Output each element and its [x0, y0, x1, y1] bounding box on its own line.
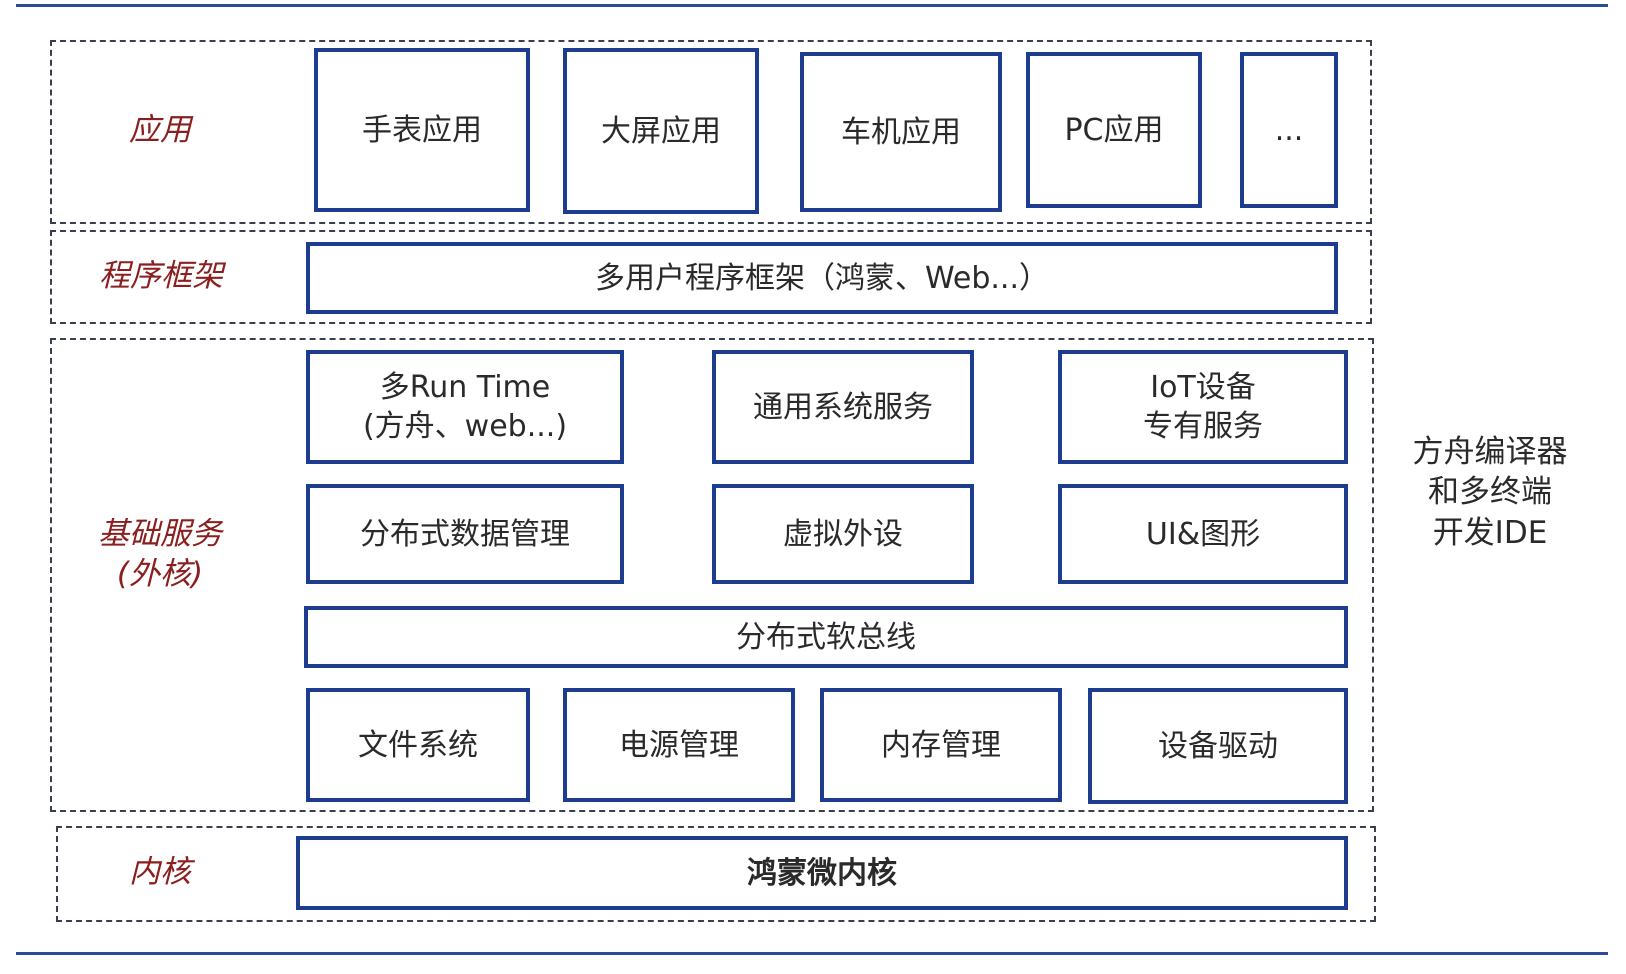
file-system-box: 文件系统 — [306, 688, 530, 802]
app-box-car: 车机应用 — [800, 52, 1002, 212]
ui-graphics-box-label: UI&图形 — [1145, 516, 1261, 552]
framework-box: 多用户程序框架（鸿蒙、Web...） — [306, 242, 1338, 314]
layer-label-basic-services: 基础服务 (外核) — [80, 514, 240, 595]
soft-bus-box-label: 分布式软总线 — [736, 619, 916, 655]
distributed-data-box: 分布式数据管理 — [306, 484, 624, 584]
microkernel-box-label: 鸿蒙微内核 — [747, 855, 897, 891]
side-note: 方舟编译器 和多终端 开发IDE — [1392, 432, 1588, 553]
app-box-large-screen-label: 大屏应用 — [601, 113, 721, 149]
app-box-watch: 手表应用 — [314, 48, 530, 212]
app-layer-region — [50, 40, 1372, 224]
microkernel-box: 鸿蒙微内核 — [296, 836, 1348, 910]
app-box-more-label: ... — [1274, 112, 1304, 148]
basic-services-layer-region — [50, 338, 1374, 812]
runtime-box: 多Run Time (方舟、web...) — [306, 350, 624, 464]
device-drivers-box: 设备驱动 — [1088, 688, 1348, 804]
top-rule — [16, 4, 1608, 7]
app-box-pc: PC应用 — [1026, 52, 1202, 208]
framework-box-label: 多用户程序框架（鸿蒙、Web...） — [594, 260, 1049, 296]
side-note-line1: 方舟编译器 — [1412, 434, 1568, 470]
layer-label-basic-services-line2: (外核) — [116, 556, 204, 593]
general-services-box-label: 通用系统服务 — [753, 389, 933, 425]
layer-label-app: 应用 — [129, 112, 191, 148]
device-drivers-box-label: 设备驱动 — [1158, 728, 1278, 764]
side-note-line2: 和多终端 — [1428, 474, 1552, 511]
runtime-box-line2: (方舟、web...) — [362, 409, 568, 444]
layer-label-basic-services-line1: 基础服务 — [98, 516, 222, 552]
ui-graphics-box: UI&图形 — [1058, 484, 1348, 584]
virtual-peripheral-box-label: 虚拟外设 — [783, 516, 903, 552]
file-system-box-label: 文件系统 — [358, 727, 478, 763]
power-management-box-label: 电源管理 — [619, 727, 739, 763]
app-box-pc-label: PC应用 — [1064, 112, 1164, 148]
iot-services-box: IoT设备 专有服务 — [1058, 350, 1348, 464]
framework-layer-region — [50, 230, 1372, 324]
layer-label-framework: 程序框架 — [99, 258, 223, 294]
bottom-rule — [16, 952, 1608, 955]
memory-management-box: 内存管理 — [820, 688, 1062, 802]
memory-management-box-label: 内存管理 — [881, 727, 1001, 763]
runtime-box-line1: 多Run Time — [379, 370, 551, 405]
distributed-data-box-label: 分布式数据管理 — [360, 516, 570, 552]
power-management-box: 电源管理 — [563, 688, 795, 802]
soft-bus-box: 分布式软总线 — [304, 606, 1348, 668]
virtual-peripheral-box: 虚拟外设 — [712, 484, 974, 584]
layer-label-kernel: 内核 — [129, 854, 191, 890]
app-box-watch-label: 手表应用 — [362, 112, 482, 148]
general-services-box: 通用系统服务 — [712, 350, 974, 464]
app-box-more: ... — [1240, 52, 1338, 208]
side-note-line3: 开发IDE — [1432, 514, 1548, 551]
app-box-car-label: 车机应用 — [841, 114, 961, 150]
kernel-layer-region — [56, 826, 1376, 922]
iot-services-box-line2: 专有服务 — [1143, 409, 1263, 444]
app-box-large-screen: 大屏应用 — [563, 48, 759, 214]
iot-services-box-line1: IoT设备 — [1150, 370, 1256, 405]
